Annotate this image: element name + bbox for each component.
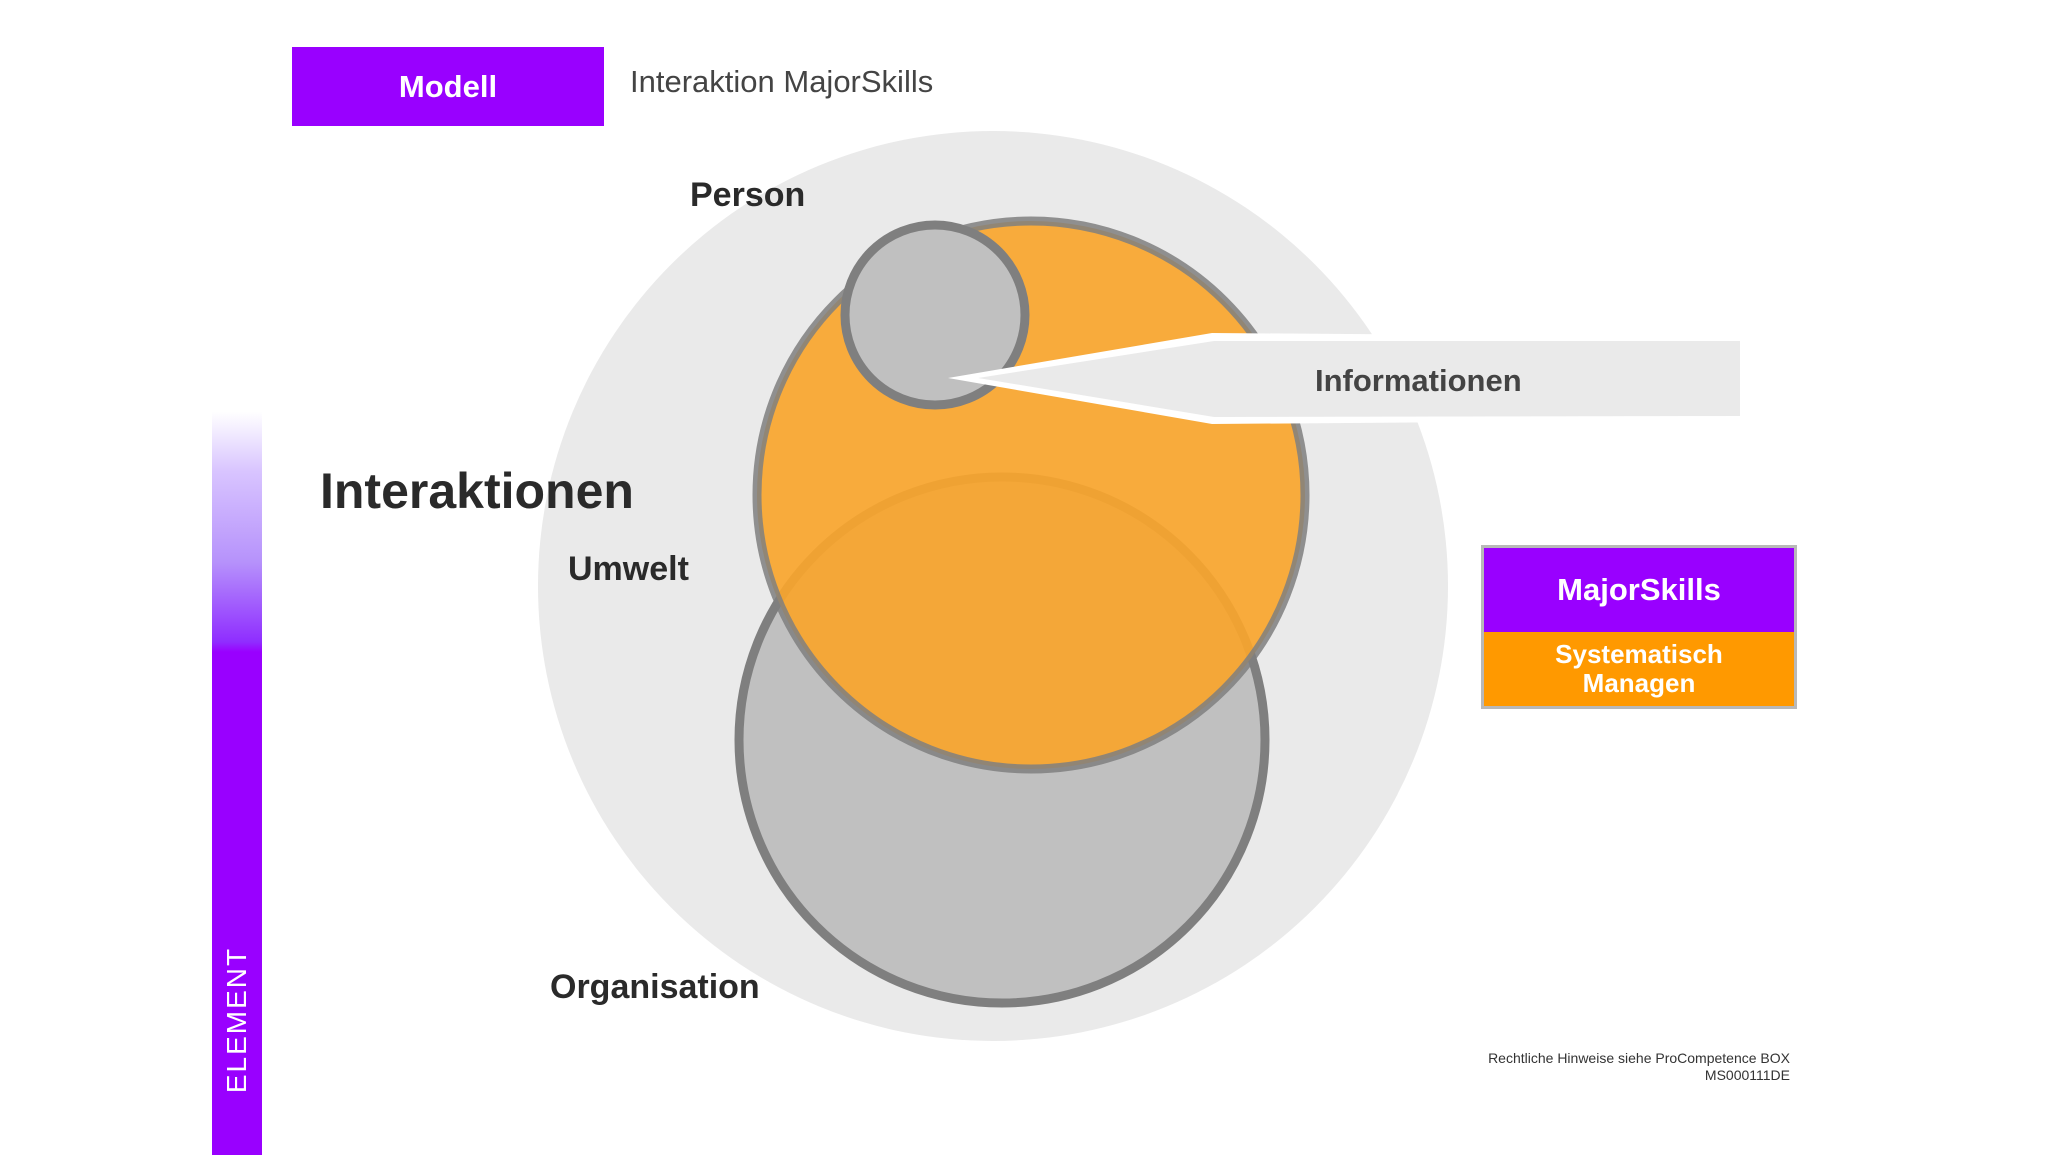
modell-badge: Modell [292,47,604,126]
majorskills-subtitle: Systematisch Managen [1484,632,1794,706]
label-organisation: Organisation [550,968,760,1006]
label-person: Person [690,176,806,214]
footer-legal: Rechtliche Hinweise siehe ProCompetence … [1488,1050,1790,1084]
majorskills-subtitle-line1: Systematisch [1555,639,1723,669]
label-information: Informationen [1315,363,1522,398]
majorskills-logo-box: MajorSkills Systematisch Managen [1481,545,1797,709]
label-interactions: Interaktionen [320,463,634,519]
person-circle [752,216,1310,774]
majorskills-title: MajorSkills [1484,548,1794,632]
page-title: Interaktion MajorSkills [630,64,934,99]
majorskills-subtitle-line2: Managen [1582,668,1696,698]
sidebar-bar [212,412,262,1155]
document-code: MS000111DE [1704,1067,1790,1083]
information-callout [978,341,1740,417]
inner-person-circle [840,220,1030,410]
legal-notice: Rechtliche Hinweise siehe ProCompetence … [1488,1050,1790,1066]
label-environment: Umwelt [568,550,689,588]
